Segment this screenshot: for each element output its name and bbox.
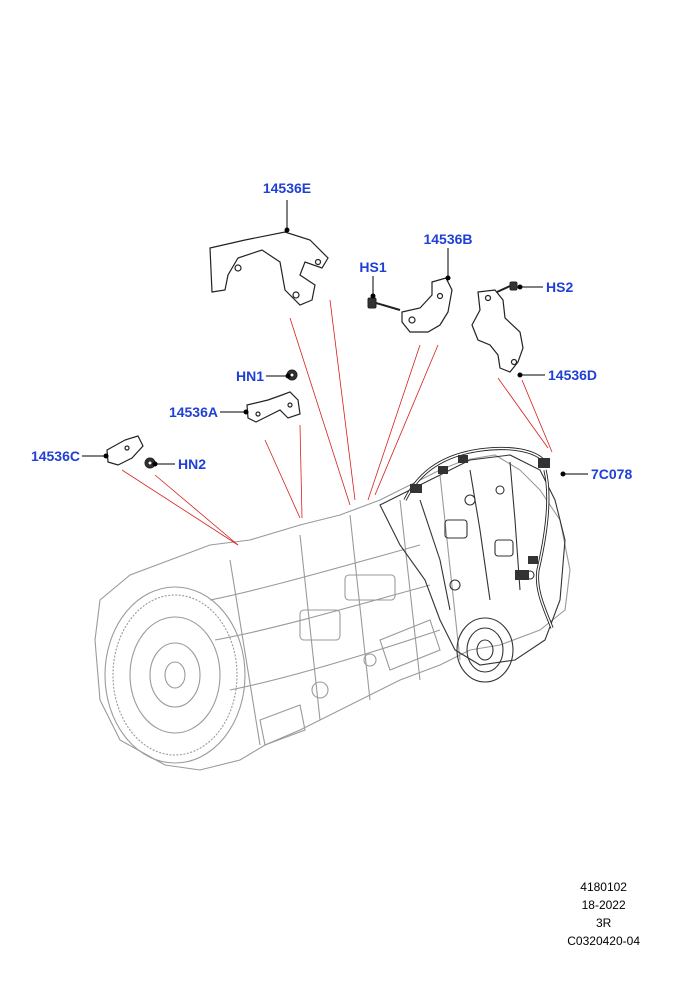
- callout-hs1: HS1: [359, 259, 386, 275]
- callout-7c078: 7C078: [591, 466, 632, 482]
- nut-hn1: [286, 369, 298, 381]
- wiring-harness-7c078: [403, 446, 554, 629]
- bracket-14536e: [209, 231, 329, 306]
- callout-14536e: 14536E: [263, 180, 311, 196]
- transfer-case-section: [379, 454, 566, 683]
- bracket-14536c: [106, 435, 144, 466]
- callout-hn1: HN1: [236, 368, 264, 384]
- callout-hn2: HN2: [178, 456, 206, 472]
- bracket-14536a: [246, 391, 301, 423]
- red-leader-lines: [121, 299, 553, 546]
- drawing-code: C0320420-04: [567, 934, 640, 948]
- drawing-number: 4180102: [580, 880, 627, 894]
- drawing-revision: 3R: [595, 916, 612, 930]
- bracket-14536d: [471, 289, 524, 373]
- callout-leaders: [82, 200, 588, 477]
- bolt-hs2: [496, 281, 518, 293]
- callout-14536c: 14536C: [31, 448, 80, 464]
- callout-14536a: 14536A: [169, 404, 218, 420]
- drawing-date: 18-2022: [581, 898, 626, 912]
- transmission-assembly: [94, 454, 571, 771]
- callout-14536d: 14536D: [548, 367, 597, 383]
- callout-hs2: HS2: [546, 279, 573, 295]
- callout-14536b: 14536B: [423, 231, 472, 247]
- drawing-reference-block: 4180102 18-2022 3R C0320420-04: [567, 878, 640, 950]
- bolt-hs1: [367, 297, 401, 311]
- bracket-14536b: [401, 277, 453, 333]
